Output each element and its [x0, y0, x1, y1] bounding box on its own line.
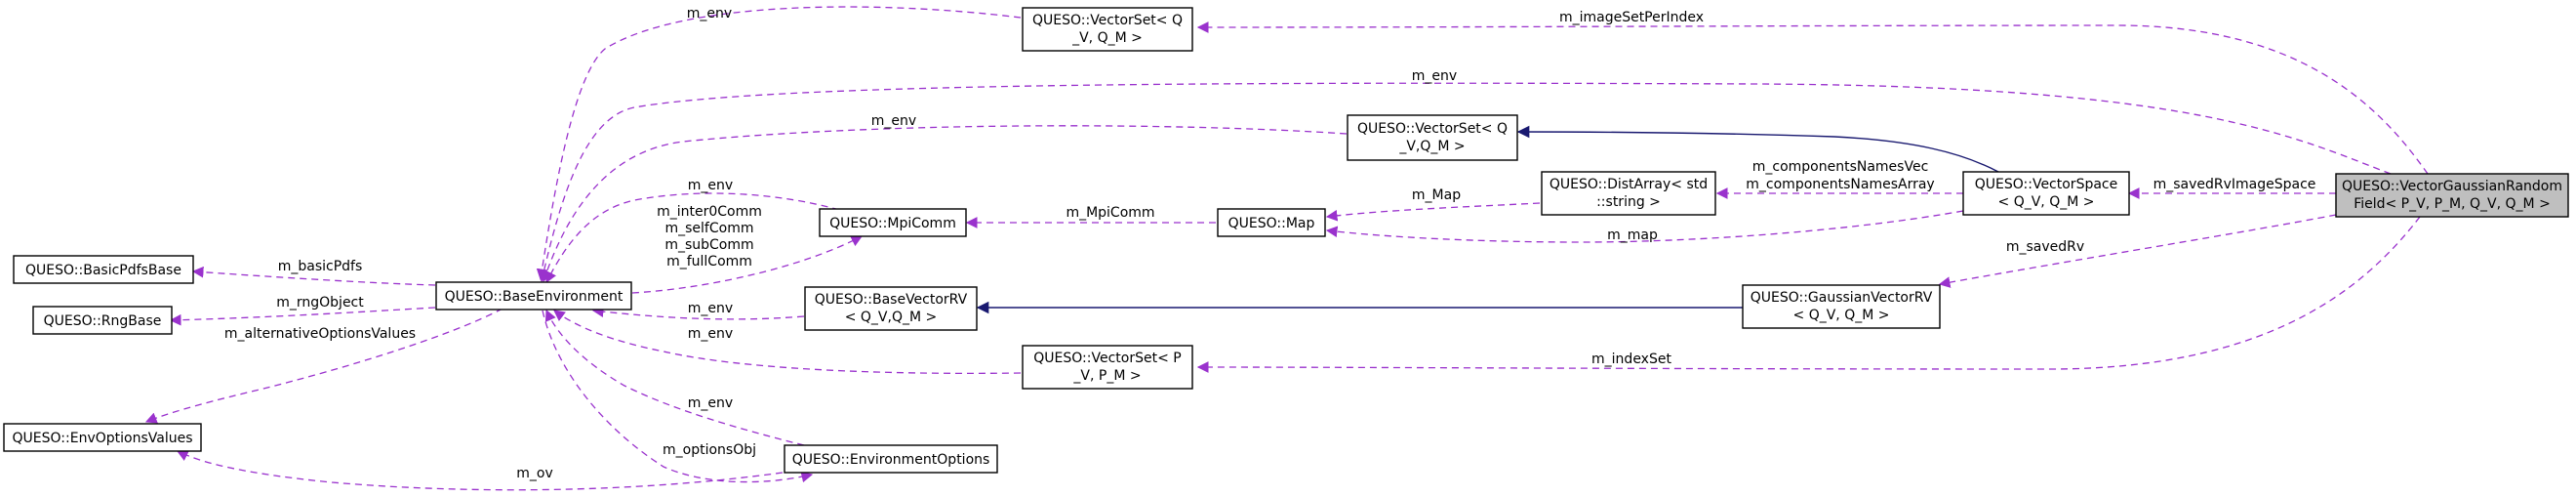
node-label-base-vector-rv-line2: < Q_V,Q_M >	[845, 310, 938, 325]
node-map[interactable]: QUESO::Map	[1217, 208, 1326, 237]
node-mpicomm[interactable]: QUESO::MpiComm	[819, 208, 967, 237]
node-vector-gaussian-random-field[interactable]: QUESO::VectorGaussianRandom Field< P_V, …	[2335, 173, 2569, 218]
label-map-vectorspace: m_map	[1607, 228, 1658, 243]
label-basic-pdfs: m_basicPdfs	[278, 259, 363, 274]
edge-options-obj	[542, 310, 814, 483]
edges	[144, 6, 2429, 491]
node-label-focus-line2: Field< P_V, P_M, Q_V, Q_M >	[2354, 196, 2551, 212]
label-components-names-array: m_componentsNamesArray	[1746, 177, 1934, 192]
node-label-distarray-line2: ::string >	[1596, 194, 1661, 210]
label-components-names-vec: m_componentsNamesVec	[1752, 159, 1929, 175]
node-label-distarray-line1: QUESO::DistArray< std	[1550, 177, 1708, 192]
label-ov: m_ov	[516, 466, 553, 481]
label-env-long: m_env	[1412, 68, 1457, 84]
label-mpicomm-map: m_MpiComm	[1066, 205, 1154, 221]
edge-basic-pdfs	[191, 266, 436, 286]
label-comm-full: m_fullComm	[666, 254, 752, 269]
edge-saved-rv	[1938, 214, 2337, 288]
node-label-map: QUESO::Map	[1228, 216, 1315, 231]
node-box-base-environment	[435, 281, 632, 311]
node-base-environment[interactable]: QUESO::BaseEnvironment	[435, 281, 632, 311]
edge-inherit-vectorspace	[1516, 125, 1999, 173]
node-vectorset-p[interactable]: QUESO::VectorSet< P _V, P_M >	[1022, 345, 1193, 390]
nodes: QUESO::VectorGaussianRandom Field< P_V, …	[3, 7, 2569, 474]
node-vectorset-q-mid[interactable]: QUESO::VectorSet< Q _V,Q_M >	[1347, 114, 1518, 161]
label-options-obj: m_optionsObj	[663, 442, 756, 458]
node-label-gaussian-vector-rv-line1: QUESO::GaussianVectorRV	[1751, 290, 1933, 306]
edge-rng-object	[169, 307, 436, 326]
node-label-environment-options: QUESO::EnvironmentOptions	[792, 452, 990, 468]
node-label-base-vector-rv-line1: QUESO::BaseVectorRV	[815, 292, 968, 308]
label-alternative-options: m_alternativeOptionsValues	[224, 326, 416, 342]
label-index-set: m_indexSet	[1591, 352, 1671, 367]
node-box-map	[1217, 208, 1326, 237]
node-label-base-environment: QUESO::BaseEnvironment	[445, 289, 624, 305]
node-label-vectorset-p-line1: QUESO::VectorSet< P	[1033, 351, 1181, 366]
edge-labels: m_imageSetPerIndex m_env m_env m_env m_e…	[224, 6, 2316, 481]
node-box-distarray	[1541, 171, 1716, 216]
edge-env-vectorset-top	[536, 6, 1022, 281]
node-environment-options[interactable]: QUESO::EnvironmentOptions	[784, 444, 998, 474]
node-label-vectorset-q-mid-line1: QUESO::VectorSet< Q	[1357, 121, 1508, 137]
node-box-env-options-values	[3, 423, 202, 452]
label-env-envoptions: m_env	[688, 395, 733, 411]
node-env-options-values[interactable]: QUESO::EnvOptionsValues	[3, 423, 202, 452]
label-env-mpicomm: m_env	[688, 178, 733, 193]
node-box-vectorset-p	[1022, 345, 1193, 390]
node-box-mpicomm	[819, 208, 967, 237]
node-rng-base[interactable]: QUESO::RngBase	[32, 306, 173, 335]
node-label-vectorset-q-mid-line2: _V,Q_M >	[1398, 139, 1465, 154]
label-image-set-per-index: m_imageSetPerIndex	[1559, 10, 1704, 25]
node-box-basic-pdfs-base	[13, 255, 194, 284]
node-vectorspace[interactable]: QUESO::VectorSpace < Q_V, Q_M >	[1962, 171, 2130, 216]
label-env-mid: m_env	[871, 113, 916, 129]
node-label-vectorspace-line2: < Q_V, Q_M >	[1998, 194, 2095, 210]
node-gaussian-vector-rv[interactable]: QUESO::GaussianVectorRV < Q_V, Q_M >	[1742, 284, 1941, 329]
label-rng-object: m_rngObject	[276, 295, 364, 311]
node-label-gaussian-vector-rv-line2: < Q_V, Q_M >	[1793, 308, 1890, 323]
node-distarray[interactable]: QUESO::DistArray< std ::string >	[1541, 171, 1716, 216]
node-box-rng-base	[32, 306, 173, 335]
node-box-base-vector-rv	[804, 286, 978, 331]
node-label-vectorset-q-top-line2: _V, Q_M >	[1071, 30, 1143, 46]
edge-image-set-per-index	[1196, 21, 2429, 175]
node-label-rng-base: QUESO::RngBase	[44, 313, 162, 329]
label-env-basevectorrv: m_env	[688, 301, 733, 316]
node-label-mpicomm: QUESO::MpiComm	[829, 216, 956, 231]
label-env-top-left: m_env	[687, 6, 732, 21]
label-saved-rv: m_savedRv	[2006, 239, 2084, 255]
label-comm-self: m_selfComm	[665, 221, 754, 236]
node-box-gaussian-vector-rv	[1742, 284, 1941, 329]
edge-env-vectorset-p	[553, 310, 1022, 375]
node-label-vectorset-q-top-line1: QUESO::VectorSet< Q	[1032, 13, 1183, 28]
node-base-vector-rv[interactable]: QUESO::BaseVectorRV < Q_V,Q_M >	[804, 286, 978, 331]
label-env-vectorset-p: m_env	[688, 326, 733, 342]
edge-env-envoptions	[544, 309, 805, 446]
edge-env-mpicomm	[545, 192, 840, 284]
node-box-vectorset-q-top	[1022, 7, 1193, 52]
node-label-basic-pdfs-base: QUESO::BasicPdfsBase	[25, 263, 181, 278]
edge-env-vectorset-mid	[541, 125, 1348, 283]
label-comm-inter0: m_inter0Comm	[657, 204, 762, 220]
edge-env-long	[538, 82, 2392, 283]
node-label-vectorspace-line1: QUESO::VectorSpace	[1975, 177, 2117, 192]
label-map-distarray: m_Map	[1412, 187, 1461, 203]
edge-comms	[631, 235, 864, 294]
edge-map-distarray	[1325, 202, 1541, 222]
node-label-vectorset-p-line2: _V, P_M >	[1072, 368, 1141, 384]
edge-env-basevectorrv	[591, 306, 805, 320]
node-label-focus-line1: QUESO::VectorGaussianRandom	[2342, 179, 2562, 194]
edge-index-set	[1196, 216, 2421, 373]
label-comm-sub: m_subComm	[664, 237, 753, 253]
node-box-environment-options	[784, 444, 998, 474]
node-label-env-options-values: QUESO::EnvOptionsValues	[13, 431, 193, 446]
node-box-vectorset-q-mid	[1347, 114, 1518, 161]
node-vectorset-q-top[interactable]: QUESO::VectorSet< Q _V, Q_M >	[1022, 7, 1193, 52]
label-saved-rv-image-space: m_savedRvImageSpace	[2153, 177, 2316, 192]
node-box-vectorspace	[1962, 171, 2130, 216]
node-box-focus	[2335, 173, 2569, 218]
node-basic-pdfs-base[interactable]: QUESO::BasicPdfsBase	[13, 255, 194, 284]
edge-map-vectorspace	[1325, 210, 1964, 243]
